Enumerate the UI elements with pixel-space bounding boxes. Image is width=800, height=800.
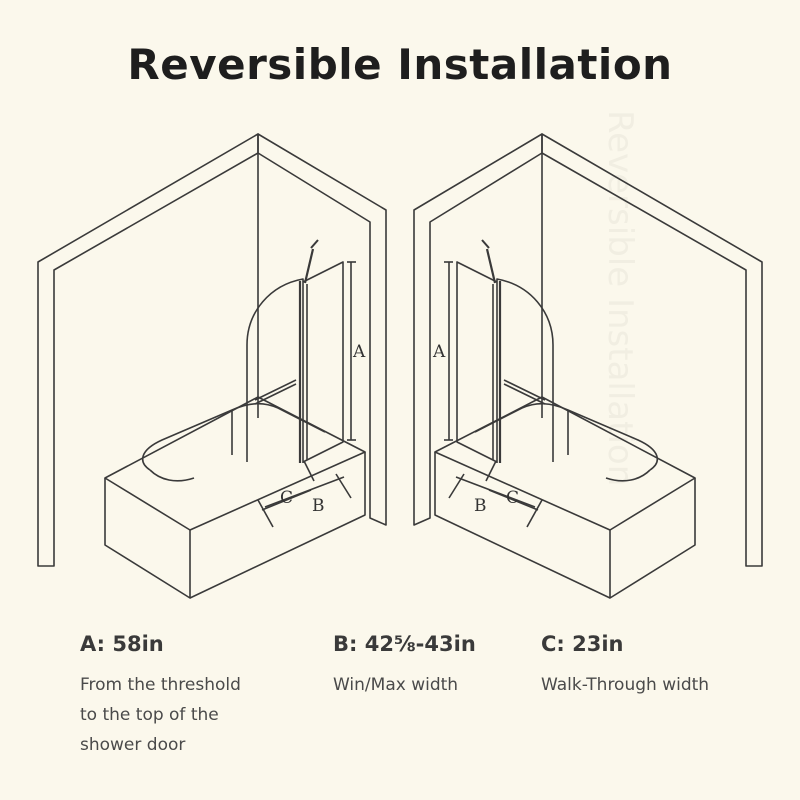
spec-c: C: 23in Walk-Through width bbox=[541, 632, 781, 700]
right-installation-illustration bbox=[413, 133, 763, 599]
spec-c-description: Walk-Through width bbox=[541, 670, 781, 700]
spec-a-description: From the threshold to the top of the sho… bbox=[80, 670, 300, 760]
spec-a: A: 58in From the threshold to the top of… bbox=[80, 632, 300, 760]
left-installation-illustration bbox=[37, 133, 387, 599]
label-a-left: A bbox=[352, 342, 366, 362]
label-c-right: C bbox=[506, 488, 519, 508]
spec-a-label: A: 58in bbox=[80, 632, 164, 656]
spec-b-description: Win/Max width bbox=[333, 670, 533, 700]
spec-a-line: to the top of the bbox=[80, 705, 219, 725]
spec-b-line: Win/Max width bbox=[333, 675, 459, 695]
spec-b-label: B: 42⅝-43in bbox=[333, 632, 476, 656]
spec-c-line: Walk-Through width bbox=[541, 675, 710, 695]
spec-a-line: From the threshold bbox=[80, 675, 241, 695]
spec-c-label: C: 23in bbox=[541, 632, 624, 656]
label-c-left: C bbox=[280, 488, 293, 508]
spec-a-line: shower door bbox=[80, 735, 186, 755]
spec-b: B: 42⅝-43in Win/Max width bbox=[333, 632, 533, 700]
page-title: Reversible Installation bbox=[127, 40, 673, 89]
label-a-right: A bbox=[432, 342, 446, 362]
label-b-right: B bbox=[474, 496, 487, 516]
label-b-left: B bbox=[312, 496, 325, 516]
